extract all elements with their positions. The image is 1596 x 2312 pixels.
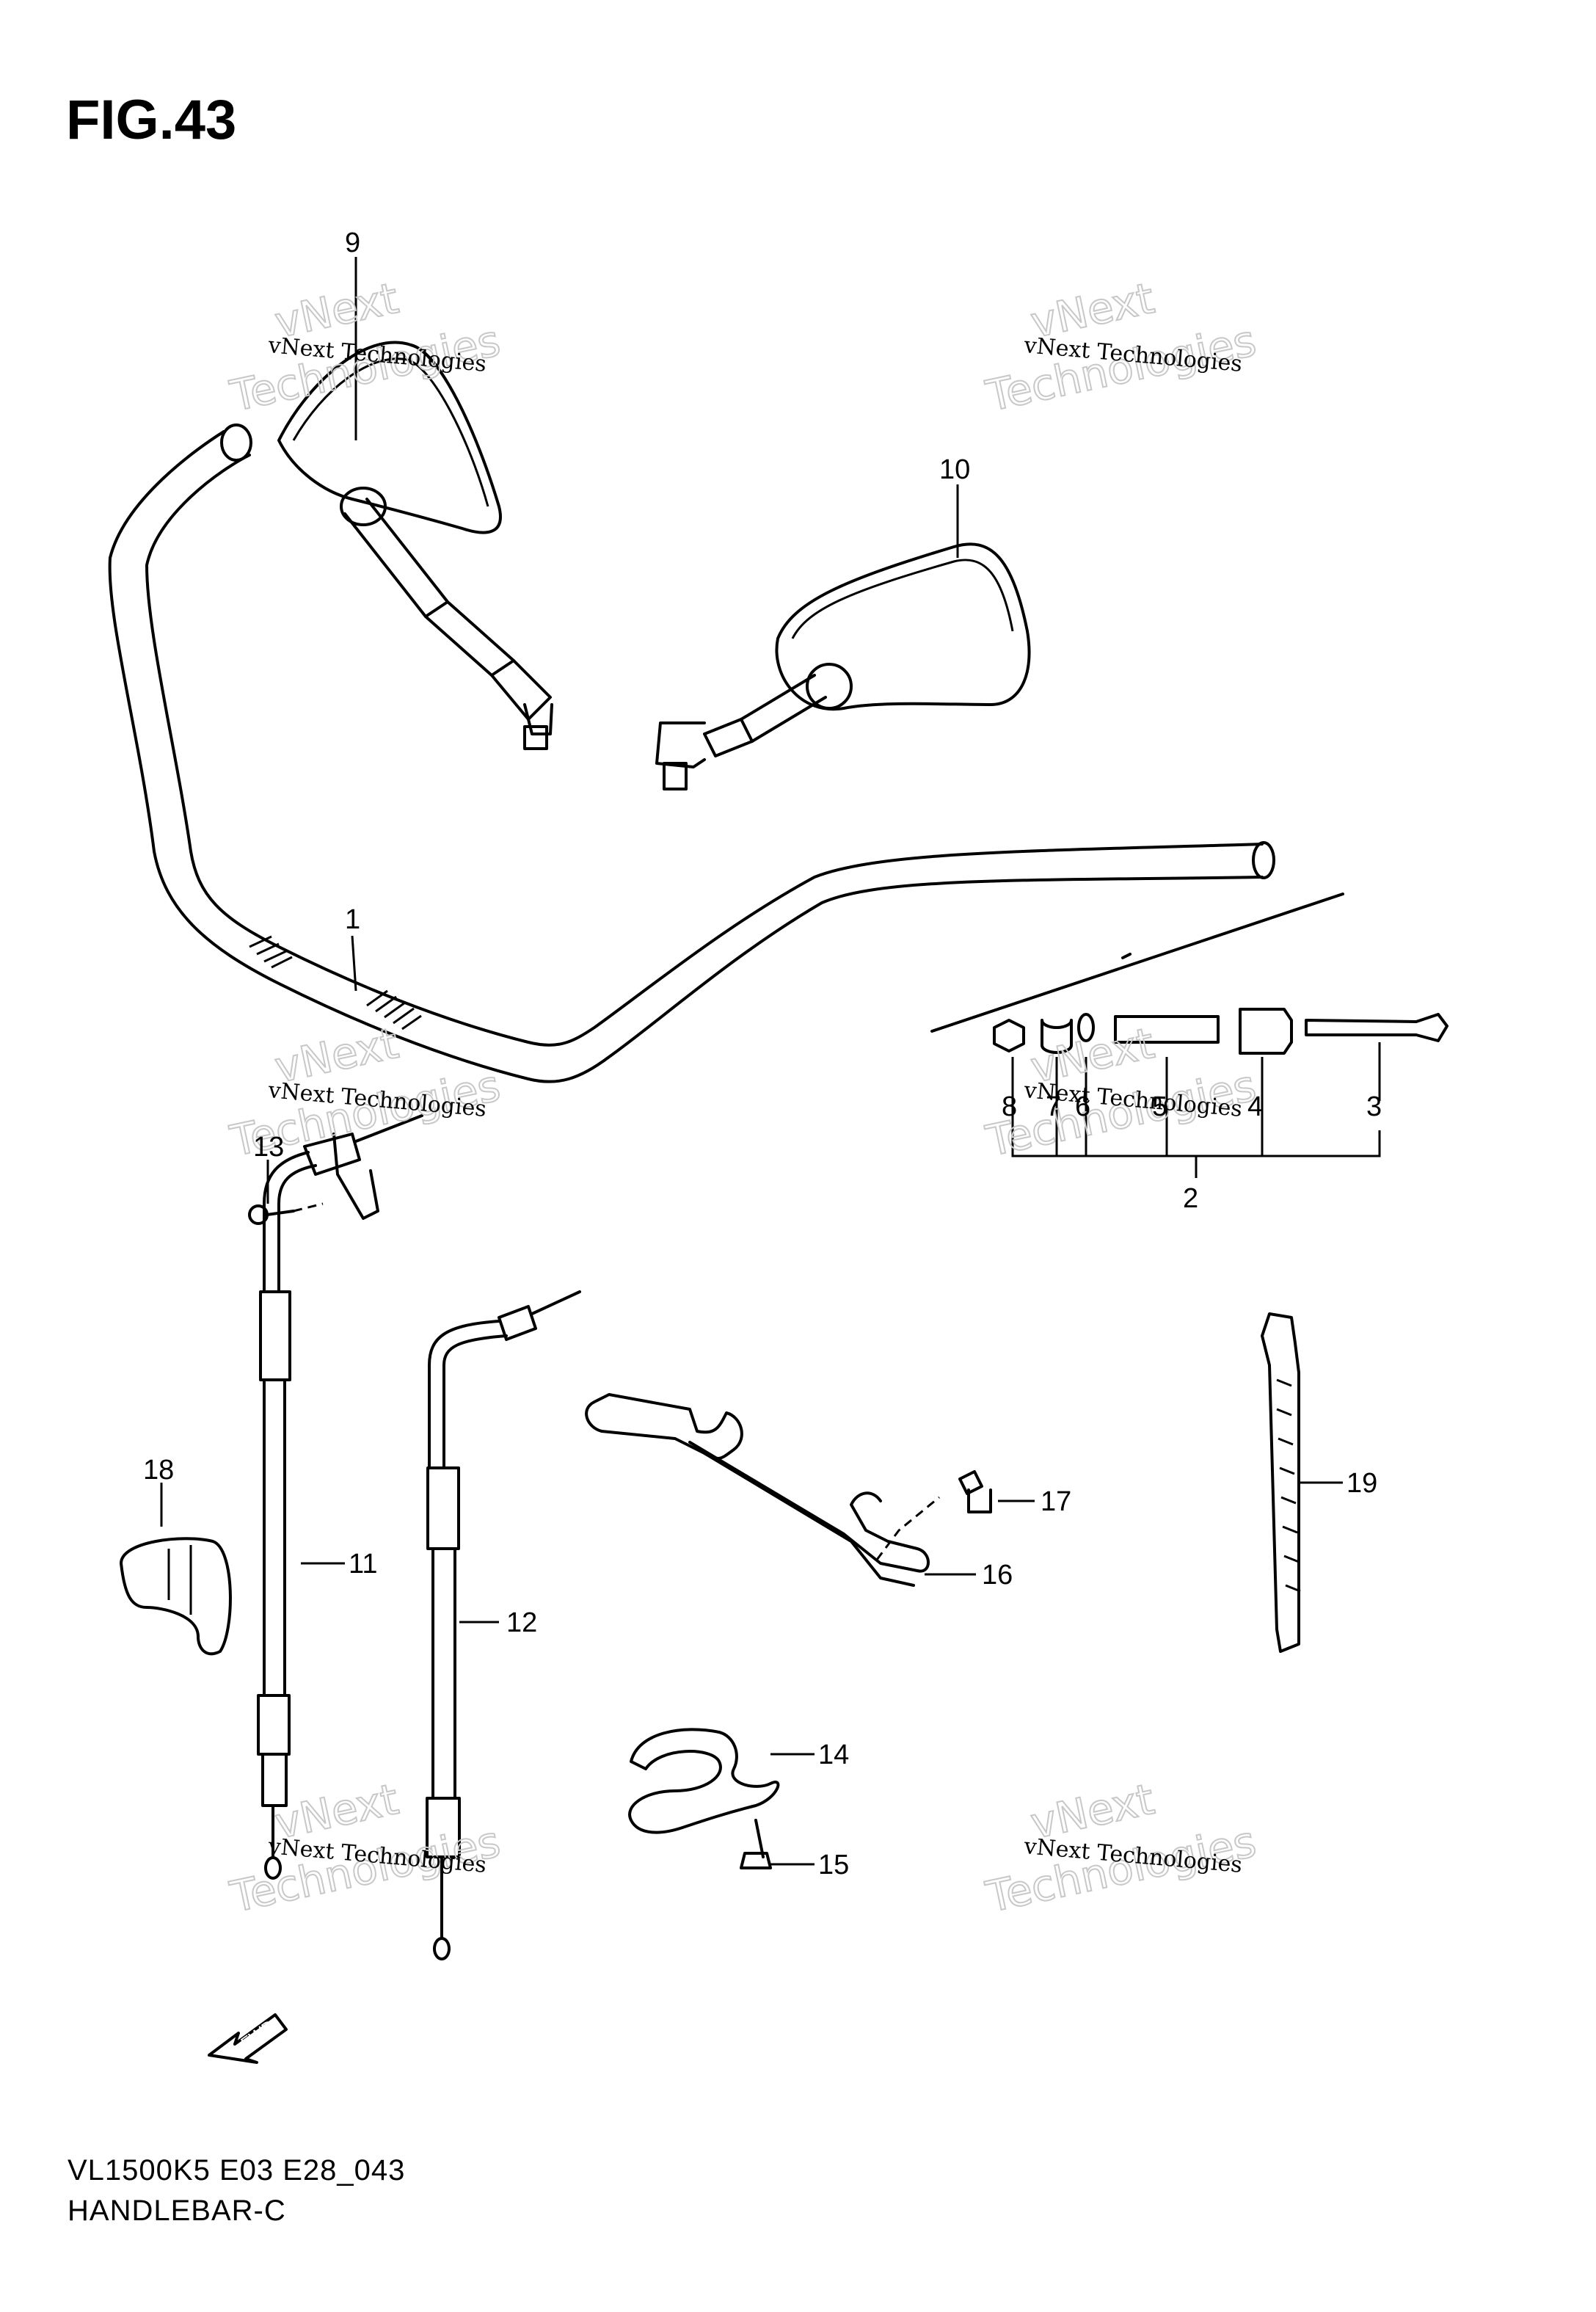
callout-8: 8 bbox=[1002, 1091, 1017, 1122]
model-code: VL1500K5 E03 E28_043 bbox=[68, 2154, 406, 2186]
cable-tie-19 bbox=[1261, 1312, 1343, 1653]
callout-16: 16 bbox=[982, 1560, 1013, 1591]
callout-11: 11 bbox=[349, 1549, 377, 1579]
callout-9: 9 bbox=[345, 228, 360, 258]
clip-18 bbox=[120, 1483, 232, 1656]
watermark-2: vNext Technologies vNext Technologies bbox=[981, 272, 1261, 422]
callout-5: 5 bbox=[1152, 1091, 1167, 1122]
watermark-group: vNext Technologies vNext Technologies vN… bbox=[225, 272, 1261, 1923]
screw-13 bbox=[248, 1160, 324, 1225]
bolt-15 bbox=[740, 1819, 815, 1869]
hardware-set bbox=[930, 893, 1449, 1178]
screw-17 bbox=[958, 1470, 1035, 1513]
callout-labels: 9 10 1 8 7 6 5 4 3 2 13 18 11 12 17 16 1… bbox=[143, 228, 1382, 1880]
callout-15: 15 bbox=[818, 1850, 849, 1880]
callout-17: 17 bbox=[1041, 1486, 1071, 1517]
throttle-cable-11 bbox=[257, 1114, 423, 1880]
callout-6: 6 bbox=[1075, 1091, 1090, 1122]
knurl-marks-left bbox=[249, 935, 422, 1030]
callout-7: 7 bbox=[1046, 1091, 1061, 1122]
fwd-arrow: FWD bbox=[208, 2013, 288, 2064]
bracket-16 bbox=[585, 1393, 976, 1587]
callout-4: 4 bbox=[1247, 1091, 1263, 1122]
handlebar bbox=[108, 423, 1275, 1083]
mirror-right bbox=[655, 542, 1031, 790]
callout-3: 3 bbox=[1366, 1091, 1382, 1122]
throttle-cable-12 bbox=[426, 1290, 581, 1960]
callout-10: 10 bbox=[939, 454, 970, 485]
callout-2: 2 bbox=[1183, 1183, 1198, 1214]
callout-18: 18 bbox=[143, 1455, 174, 1486]
section-title: HANDLEBAR-C bbox=[68, 2195, 286, 2227]
watermark-1: vNext Technologies vNext Technologies bbox=[225, 272, 506, 422]
callout-19: 19 bbox=[1347, 1468, 1377, 1499]
watermark-5: vNext Technologies vNext Technologies bbox=[225, 1773, 506, 1923]
callout-13: 13 bbox=[253, 1132, 284, 1163]
callout-14: 14 bbox=[818, 1740, 849, 1770]
watermark-3: vNext Technologies vNext Technologies bbox=[225, 1017, 506, 1167]
fwd-label: FWD bbox=[238, 2016, 278, 2052]
mirror-left bbox=[277, 341, 553, 750]
callout-1: 1 bbox=[345, 904, 360, 935]
clamp-14 bbox=[628, 1728, 815, 1834]
watermark-6: vNext Technologies vNext Technologies bbox=[981, 1773, 1261, 1923]
figure-title: FIG.43 bbox=[66, 89, 237, 151]
callout-12: 12 bbox=[506, 1607, 537, 1638]
